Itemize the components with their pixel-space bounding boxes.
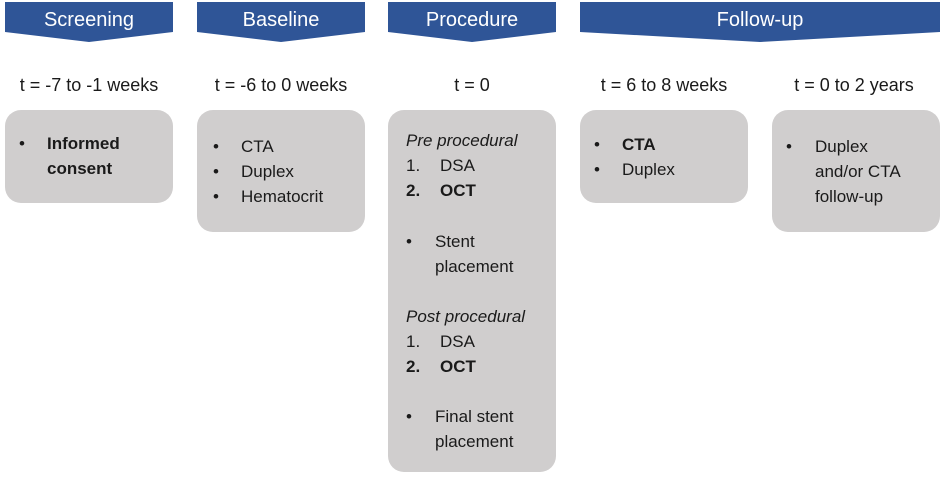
timepoint-baseline: t = -6 to 0 weeks — [214, 75, 348, 95]
bullet: • — [19, 134, 25, 153]
follow-up-long-line3: follow-up — [815, 187, 884, 206]
pre-step-dsa: DSA — [440, 156, 475, 175]
phase-label: Follow-up — [716, 9, 804, 31]
bullet: • — [594, 160, 600, 179]
pre-step-number: 1. — [406, 156, 421, 175]
follow-up-long-box: • Duplex and/or CTA follow-up — [772, 110, 940, 232]
procedure-box: Pre procedural 1. DSA 2. OCT • Stent pla… — [388, 110, 556, 472]
follow-up-item-cta: CTA — [622, 135, 656, 154]
final-stent-placement-line2: placement — [435, 432, 514, 451]
follow-up-long-line2: and/or CTA — [815, 162, 901, 181]
final-stent-placement-line1: Final stent — [435, 407, 514, 426]
screening-item: Informed — [47, 134, 120, 153]
timepoint-follow-up-long: t = 0 to 2 years — [794, 75, 914, 95]
pre-step-oct: OCT — [440, 181, 476, 200]
bullet: • — [406, 232, 412, 251]
baseline-item-duplex: Duplex — [241, 162, 294, 181]
timepoint-follow-up-short: t = 6 to 8 weeks — [600, 75, 728, 95]
follow-up-short-box: • CTA • Duplex — [580, 110, 748, 203]
bullet: • — [213, 162, 219, 181]
post-step-oct: OCT — [440, 357, 476, 376]
pre-step-number: 2. — [406, 181, 421, 200]
phase-banner-screening: Screening — [5, 2, 173, 42]
phase-label: Baseline — [242, 9, 320, 31]
post-step-dsa: DSA — [440, 332, 475, 351]
banner-shape — [580, 2, 940, 42]
stent-placement-line1: Stent — [435, 232, 475, 251]
baseline-item-cta: CTA — [241, 137, 274, 156]
screening-box: • Informed consent — [5, 110, 173, 203]
baseline-item-hematocrit: Hematocrit — [241, 187, 324, 206]
phase-banner-follow-up: Follow-up — [580, 2, 940, 42]
timepoint-procedure: t = 0 — [454, 75, 490, 95]
bullet: • — [786, 137, 792, 156]
bullet: • — [594, 135, 600, 154]
pre-procedural-header: Pre procedural — [406, 131, 518, 150]
banner-shape — [388, 2, 556, 42]
bullet: • — [406, 407, 412, 426]
banner-shape — [197, 2, 365, 42]
screening-item-cont: consent — [47, 159, 113, 178]
phase-label: Procedure — [425, 9, 519, 31]
post-step-number: 1. — [406, 332, 421, 351]
timepoint-screening: t = -7 to -1 weeks — [19, 75, 159, 95]
phase-banner-baseline: Baseline — [197, 2, 365, 42]
phase-label: Screening — [43, 9, 135, 31]
follow-up-item-duplex: Duplex — [622, 160, 675, 179]
banner-shape — [5, 2, 173, 42]
bullet: • — [213, 187, 219, 206]
follow-up-long-line1: Duplex — [815, 137, 868, 156]
post-step-number: 2. — [406, 357, 421, 376]
baseline-box: • CTA • Duplex • Hematocrit — [197, 110, 365, 232]
bullet: • — [213, 137, 219, 156]
stent-placement-line2: placement — [435, 257, 514, 276]
phase-banner-procedure: Procedure — [388, 2, 556, 42]
post-procedural-header: Post procedural — [406, 307, 526, 326]
